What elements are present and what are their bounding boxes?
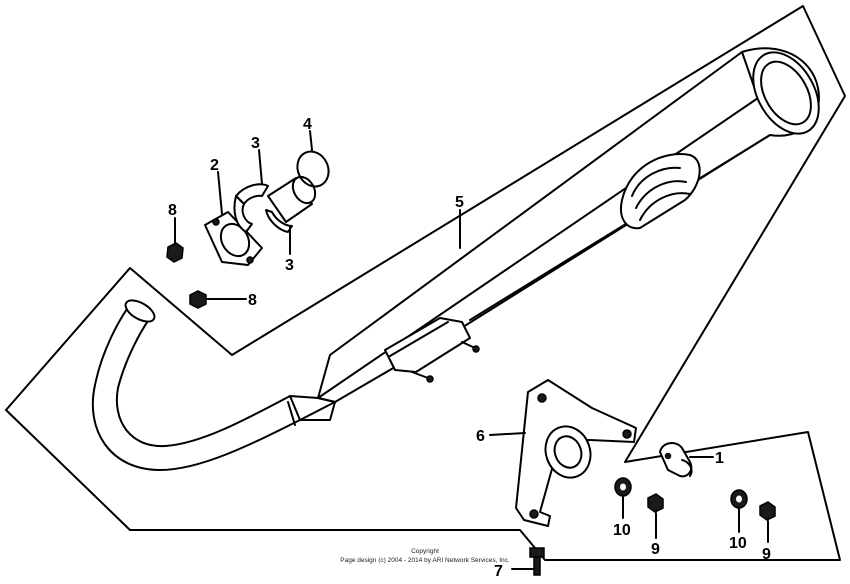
callout-labels: 1 2 3 3 4 5 6 7 8 8 9 9 10 10 [168, 116, 771, 580]
callout-1: 1 [715, 450, 724, 467]
pipe-clamp [659, 442, 693, 478]
copyright-line-1: Copyright [411, 548, 439, 555]
copyright-notice: Copyright Page design (c) 2004 - 2014 by… [340, 548, 510, 564]
collar-halves [233, 183, 269, 233]
muffler-assembly [91, 47, 820, 471]
hardware-9-10 [614, 477, 776, 521]
callout-9-right: 9 [762, 546, 771, 563]
exhaust-flange [204, 211, 263, 266]
callout-10-right: 10 [729, 535, 747, 552]
callout-3-lower: 3 [285, 257, 294, 274]
callout-5: 5 [455, 194, 464, 211]
mount-bracket [515, 379, 637, 527]
gasket-ring [296, 150, 330, 188]
copyright-line-2: Page design (c) 2004 - 2014 by ARI Netwo… [340, 557, 510, 564]
callout-4: 4 [303, 116, 312, 133]
callout-3-upper: 3 [251, 135, 260, 152]
leader-lines [174, 130, 769, 543]
callout-7: 7 [494, 563, 503, 580]
frame-outline [5, 5, 846, 561]
callout-8-upper: 8 [168, 202, 177, 219]
callout-9-left: 9 [651, 541, 660, 558]
callout-6: 6 [476, 428, 485, 445]
pipe-joint-sleeve [265, 175, 317, 233]
callout-2: 2 [210, 157, 219, 174]
bolt-7 [511, 547, 545, 576]
nuts-8 [166, 242, 207, 309]
callout-8-lower: 8 [248, 292, 257, 309]
callout-10-left: 10 [613, 522, 631, 539]
